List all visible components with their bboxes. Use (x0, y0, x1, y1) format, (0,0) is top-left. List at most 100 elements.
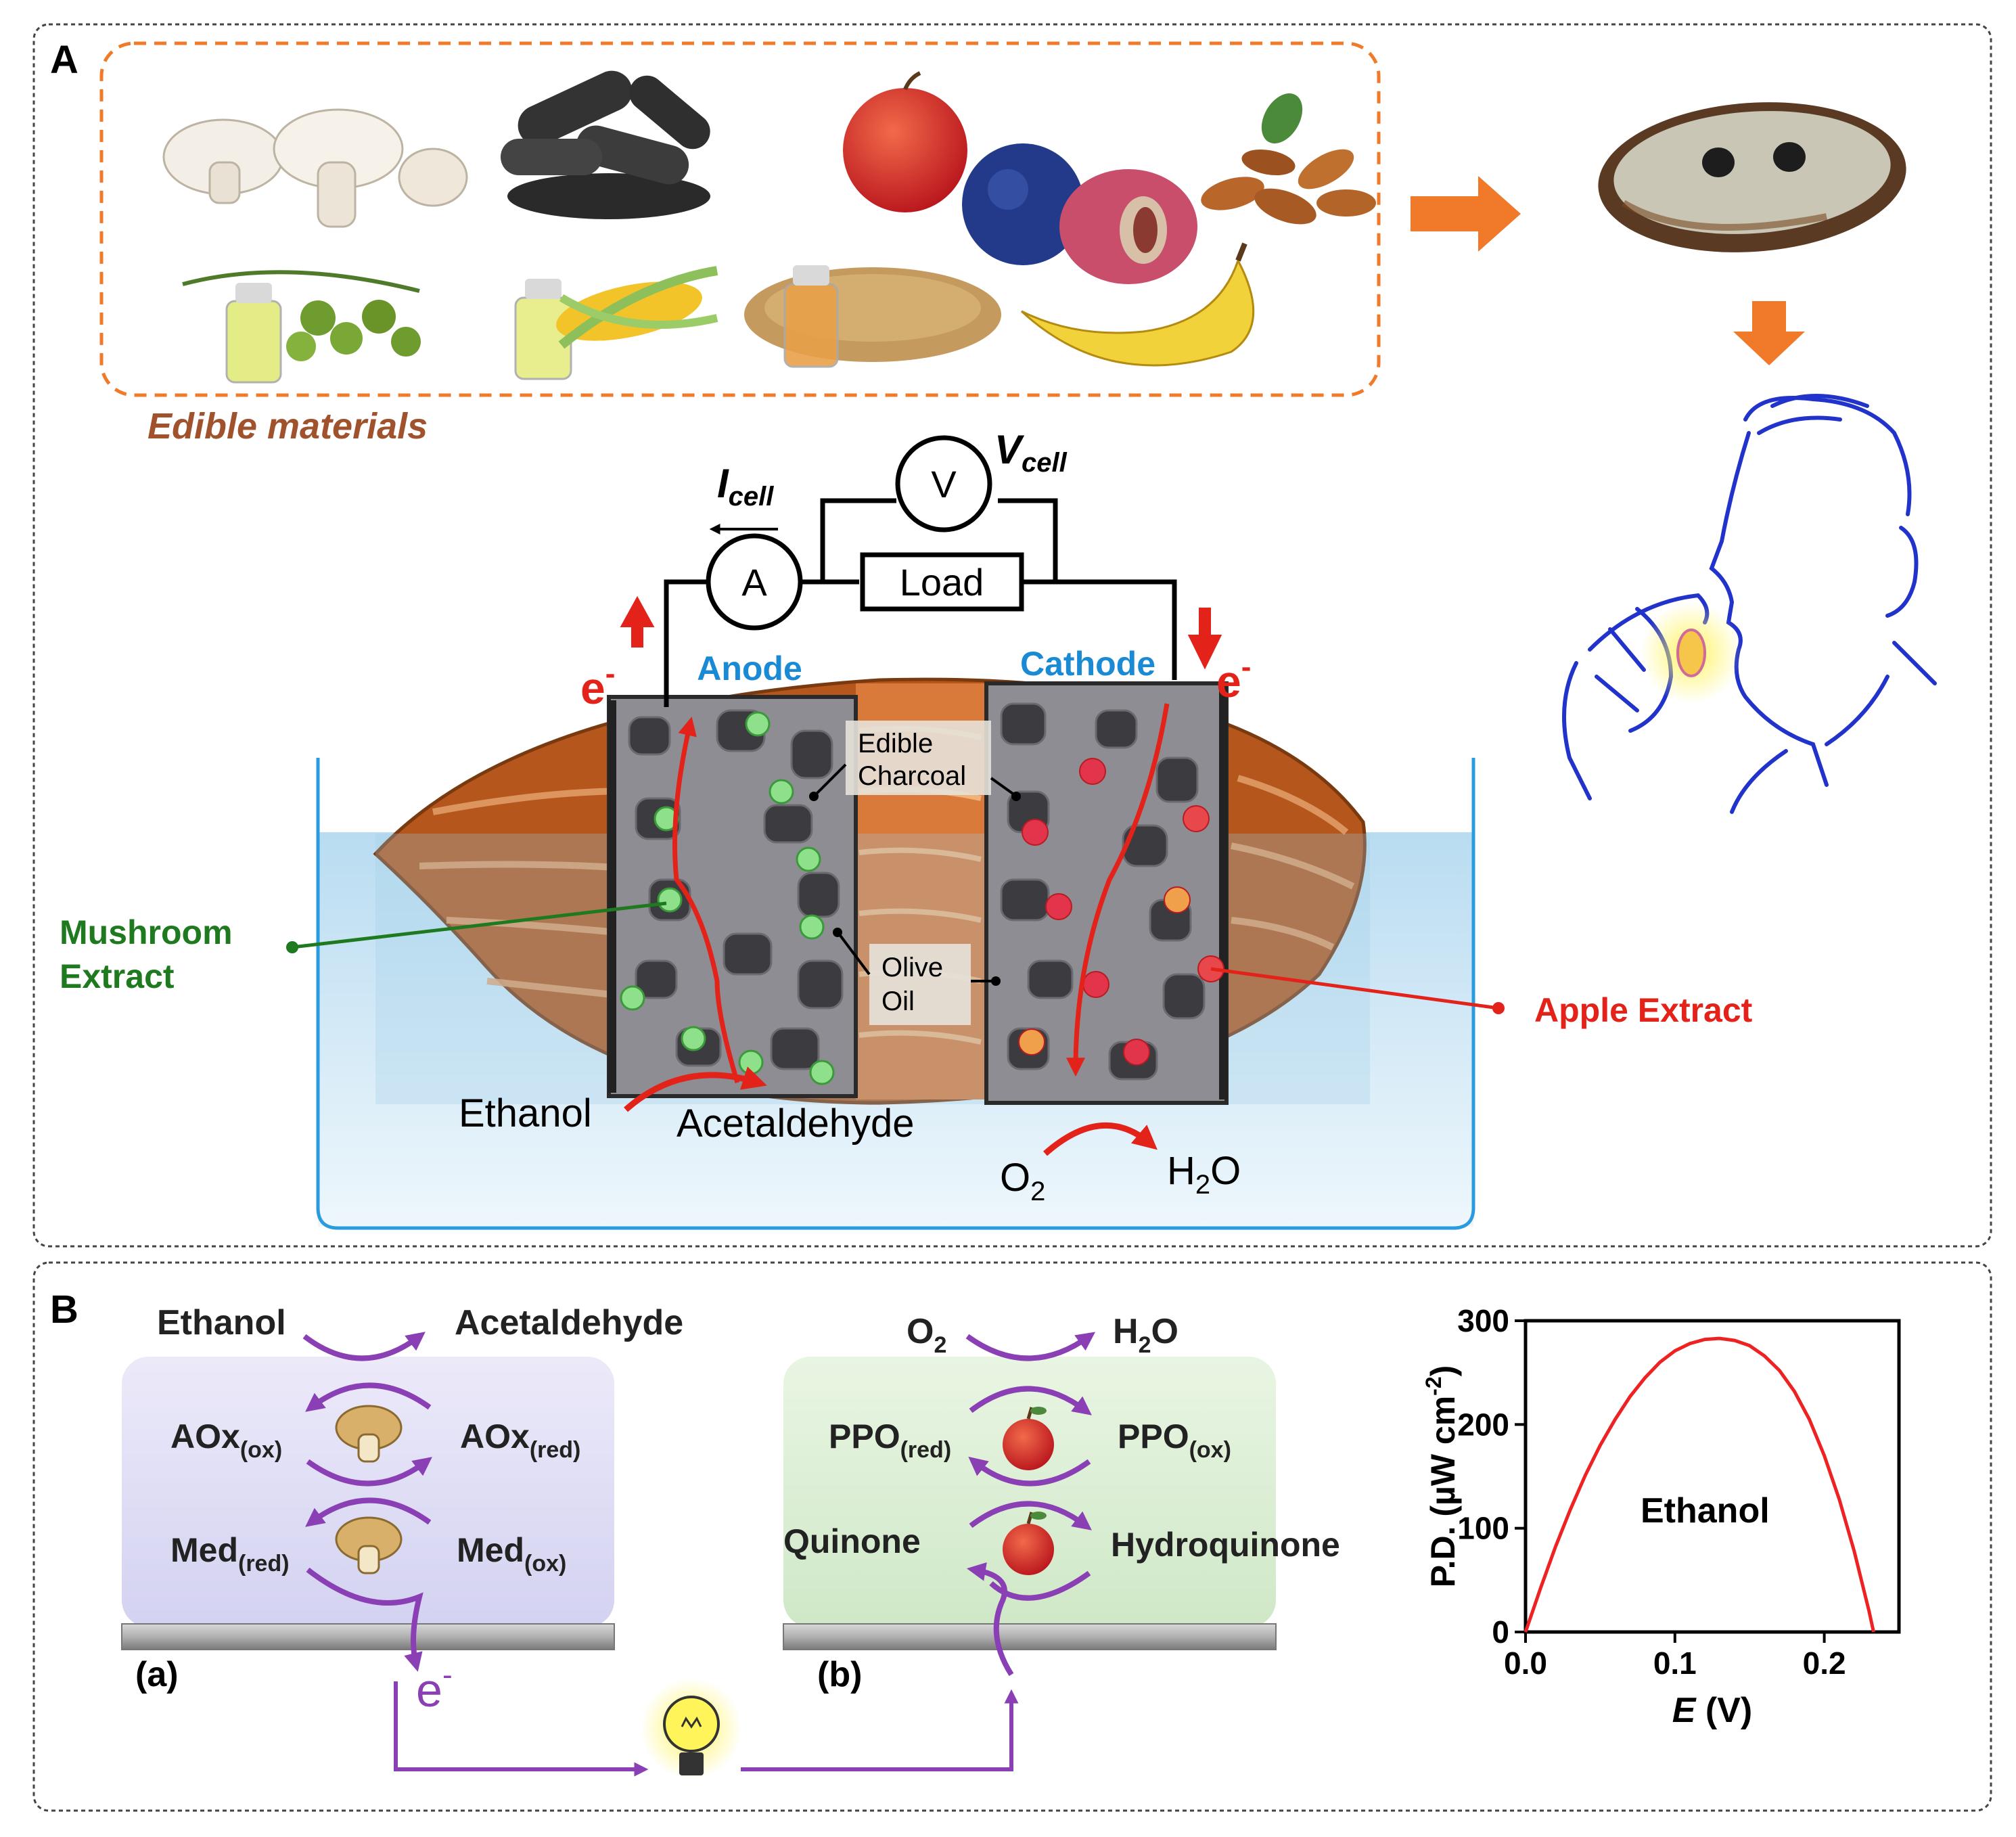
cathode-product-h2o: H2O (1167, 1149, 1241, 1200)
apple-extract-particles (1018, 758, 1224, 1066)
circuit-wires (664, 498, 1177, 707)
anode-reactant-ethanol: Ethanol (459, 1091, 592, 1135)
icell-label: Icell (717, 461, 774, 512)
olive-label-line2: Oil (881, 986, 915, 1016)
process-arrow-down (1733, 301, 1805, 365)
b-aox-lower-arrow (306, 1457, 432, 1487)
x-tick-label: 0.0 (1504, 1646, 1547, 1681)
light-bulb-icon (641, 1678, 742, 1779)
anode-enzyme-box (122, 1357, 614, 1627)
cathode-electron-label: e- (1216, 650, 1251, 706)
peach-illustration (1059, 169, 1197, 284)
b-quinone: Quinone (783, 1522, 921, 1560)
b-quinone-lower-arrow (966, 1562, 1014, 1677)
b-cathode-top-arrow (965, 1332, 1096, 1361)
b-h2o: H2O (1113, 1312, 1178, 1358)
b-aox-upper-arrow (305, 1382, 432, 1412)
chart-x-axis-label: E (V) (1672, 1691, 1752, 1730)
charcoal-label-box (846, 721, 991, 795)
cathode-label: Cathode (1020, 645, 1155, 683)
apple-extract-leader-dot (1492, 1002, 1505, 1014)
b-aox-ox: AOx(ox) (170, 1418, 282, 1463)
anode-electrode-bar (121, 1623, 615, 1650)
charcoal-label-line1: Edible (858, 729, 933, 758)
b-ethanol: Ethanol (157, 1303, 286, 1342)
b-external-circuit (394, 1681, 649, 1777)
voltmeter (895, 435, 992, 532)
water-container (316, 758, 1475, 1230)
apple-icon-lower (1003, 1512, 1054, 1575)
olive-leader-left (838, 932, 871, 976)
apple-icon-upper (1003, 1407, 1054, 1470)
cathode-electron-path (1066, 703, 1170, 1077)
charcoal-label-line2: Charcoal (858, 761, 966, 791)
person-eating-sketch (1562, 394, 1937, 814)
load-box (860, 552, 1024, 612)
almond-device-photo (1598, 102, 1906, 252)
plum-illustration (962, 143, 1084, 265)
ammeter-symbol: A (741, 561, 767, 604)
load-label: Load (900, 561, 984, 604)
anode-product-acetaldehyde: Acetaldehyde (677, 1102, 914, 1146)
cathode-enzyme-box (783, 1357, 1276, 1627)
y-tick-label: 200 (1457, 1407, 1509, 1442)
charcoal-leader-right-dot (1011, 792, 1021, 801)
x-tick-label: 0.2 (1803, 1646, 1846, 1681)
mushroom-illustration (162, 108, 468, 228)
cathode-reactant-o2: O2 (1000, 1156, 1045, 1206)
edible-materials-caption: Edible materials (147, 406, 428, 447)
y-tick-label: 300 (1457, 1303, 1509, 1338)
anode-reaction-arrow (624, 1066, 767, 1112)
panel-b-label: B (50, 1288, 78, 1332)
mushroom-extract-leader-dot (286, 941, 298, 953)
almonds-illustration (1201, 93, 1376, 225)
olive-label-line1: Olive (881, 953, 943, 982)
b-hydroquinone-arrow (989, 1570, 1091, 1601)
anode-electron-path (672, 717, 740, 1084)
b-ppo-lower-arrow (968, 1456, 1091, 1487)
olive-leader-left-dot (833, 928, 842, 937)
b-aox-red: AOx(red) (460, 1418, 580, 1463)
b-ppo-upper-arrow (969, 1386, 1092, 1415)
y-tick-label: 0 (1492, 1614, 1509, 1650)
mushroom-icon-lower (335, 1516, 403, 1574)
b-hydroquinone: Hydroquinone (1111, 1526, 1340, 1564)
b-acetaldehyde: Acetaldehyde (455, 1303, 683, 1342)
mushroom-extract-label-line2: Extract (60, 957, 175, 995)
process-arrow-right (1411, 176, 1521, 252)
b-o2: O2 (907, 1312, 946, 1358)
chart-plot-frame (1524, 1319, 1901, 1634)
olive-leader-right-dot (991, 976, 1001, 986)
cathode-reaction-arrow (1043, 1122, 1158, 1156)
chart-series-label: Ethanol (1641, 1491, 1770, 1530)
b-med-red: Med(red) (170, 1531, 290, 1577)
cathode-electrode-bar (783, 1623, 1277, 1650)
vcell-label: Vcell (994, 427, 1068, 478)
grain-oil-illustration (744, 265, 1001, 368)
charcoal-leader-right (990, 777, 1016, 796)
b-med-ox: Med(ox) (457, 1531, 566, 1577)
b-external-circuit-return (741, 1689, 1019, 1771)
edible-materials-frame (99, 41, 1381, 397)
olive-label-box (869, 944, 971, 1025)
ammeter (706, 533, 803, 631)
cathode-electron-arrow (1187, 608, 1222, 670)
anode-electron-label: e- (580, 657, 615, 713)
banana-illustration (1020, 242, 1255, 367)
apple-extract-label: Apple Extract (1534, 991, 1753, 1029)
mushroom-icon-upper (335, 1405, 403, 1463)
mushroom-extract-leader (292, 901, 667, 949)
b-anode-top-arrow (302, 1332, 426, 1361)
panel-a-frame (32, 23, 1992, 1248)
olive-oil-illustration (182, 270, 421, 384)
x-tick-label: 0.1 (1653, 1646, 1697, 1681)
charcoal-capsules-illustration (501, 70, 710, 219)
charcoal-leader-left (814, 763, 847, 796)
anode-label: Anode (697, 650, 802, 687)
chart-y-axis-label: P.D. (µW cm-2) (1421, 1365, 1462, 1588)
panel-a-label: A (50, 38, 78, 82)
panel-b-frame (32, 1261, 1992, 1812)
voltmeter-symbol: V (931, 463, 957, 505)
